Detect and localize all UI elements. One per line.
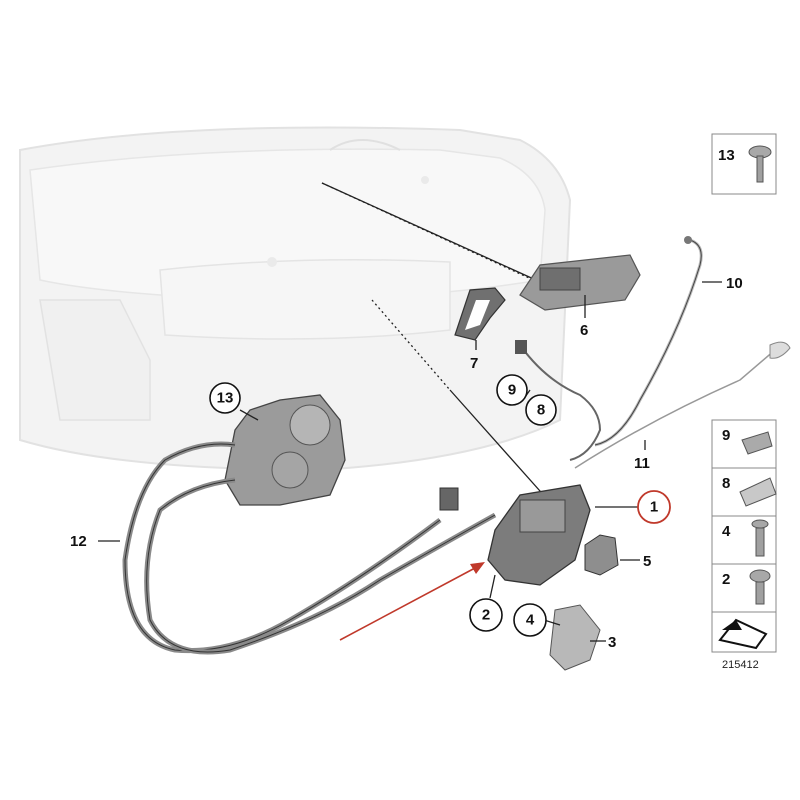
- legend-8: 8: [711, 467, 777, 517]
- callout-9-circle: 9: [496, 374, 528, 406]
- callout-4-circle: 4: [513, 603, 547, 637]
- part-7-seal: [454, 287, 506, 350]
- clip-icon: [741, 431, 773, 455]
- svg-text:4: 4: [526, 612, 535, 629]
- svg-text:2: 2: [722, 571, 730, 588]
- svg-text:4: 4: [722, 523, 731, 540]
- svg-text:8: 8: [537, 402, 545, 419]
- grommet-icon: [739, 477, 777, 507]
- part-12-cable-assembly: [98, 441, 497, 655]
- screw-icon: [748, 145, 772, 183]
- svg-text:13: 13: [217, 390, 234, 407]
- part-8-9-wire: [515, 340, 602, 461]
- legend-arrow-box: [711, 611, 777, 653]
- svg-text:9: 9: [508, 382, 516, 399]
- legend-2: 2: [711, 563, 777, 613]
- label-5: 5: [643, 553, 651, 570]
- direction-arrow-icon: [718, 618, 768, 650]
- part-10-cable: [594, 236, 722, 447]
- solid-leader-1: [449, 389, 549, 501]
- label-6: 6: [580, 322, 588, 339]
- part-3-bracket: [549, 604, 606, 671]
- label-12: 12: [70, 533, 87, 550]
- part-13-motor: [224, 394, 346, 506]
- callout-8-circle: 8: [525, 394, 557, 426]
- tailgate-body: [19, 126, 572, 472]
- screw-icon: [749, 569, 771, 605]
- label-7: 7: [470, 355, 478, 372]
- callout-2-circle: 2: [469, 598, 503, 632]
- label-3: 3: [608, 634, 616, 651]
- red-arrow: [339, 562, 485, 641]
- callout-1-circle: 1: [637, 490, 671, 524]
- legend-4: 4: [711, 515, 777, 565]
- svg-text:13: 13: [718, 147, 735, 164]
- label-11: 11: [634, 455, 650, 472]
- legend-9: 9: [711, 419, 777, 469]
- legend-13: 13: [711, 133, 777, 195]
- part-5-cover: [584, 534, 640, 576]
- svg-text:9: 9: [722, 427, 730, 444]
- label-10: 10: [726, 275, 743, 292]
- part-11-bowden-cable: [574, 341, 791, 469]
- screw-icon: [751, 519, 769, 557]
- svg-text:1: 1: [650, 499, 658, 516]
- svg-text:2: 2: [482, 607, 490, 624]
- callout-13-circle: 13: [209, 382, 241, 414]
- part-6-tailgate-switch: [519, 254, 641, 318]
- diagram-number: 215412: [722, 659, 759, 671]
- part-1-lock: [487, 484, 638, 586]
- svg-text:8: 8: [722, 475, 730, 492]
